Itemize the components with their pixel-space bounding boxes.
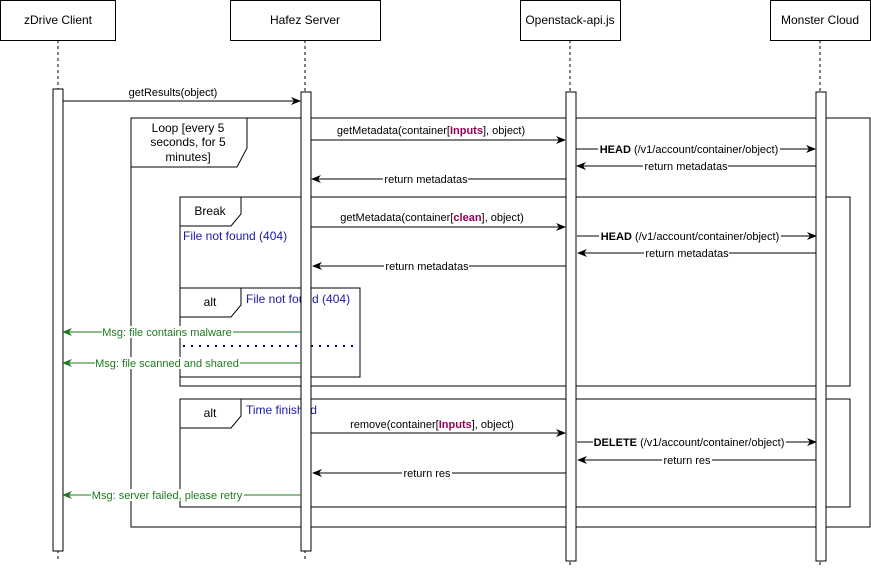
svg-text:return res: return res xyxy=(663,455,711,467)
alt-1-guard: File not found (404) xyxy=(246,292,350,306)
svg-text:getResults(object): getResults(object) xyxy=(129,87,218,99)
message-return-metadatas-api-2: return metadatas xyxy=(312,260,566,273)
actor-server[interactable]: Hafez Server xyxy=(230,0,381,41)
break-frame: Break File not found (404) xyxy=(179,196,851,387)
message-return-res-cloud: return res xyxy=(577,454,816,467)
loop-frame: Loop [every 5 seconds, for 5 minutes] xyxy=(130,117,871,528)
actor-cloud-label: Monster Cloud xyxy=(781,13,859,27)
svg-text:HEAD (/v1/account/container/ob: HEAD (/v1/account/container/object) xyxy=(601,231,780,243)
message-get-metadata-inputs: getMetadata(container[Inputs], object) xyxy=(311,125,566,144)
loop-label-line-3: minutes] xyxy=(165,150,210,164)
break-label: Break xyxy=(194,204,226,218)
break-guard: File not found (404) xyxy=(183,229,287,243)
loop-label-line-2: seconds, for 5 xyxy=(150,135,226,149)
activation-cloud xyxy=(815,91,827,562)
message-return-metadatas-cloud-2: return metadatas xyxy=(577,247,816,260)
activation-api xyxy=(565,91,577,562)
svg-text:getMetadata(container[clean],: getMetadata(container[clean], object) xyxy=(340,212,523,224)
svg-text:return metadatas: return metadatas xyxy=(644,161,728,173)
message-file-scanned-and-shared: Msg: file scanned and shared xyxy=(62,357,301,370)
message-server-failed: Msg: server failed, please retry xyxy=(62,489,301,502)
actor-server-label: Hafez Server xyxy=(270,13,340,27)
actor-client-label: zDrive Client xyxy=(24,13,93,27)
alt-2-label: alt xyxy=(204,406,217,420)
alt-2-guard: Time finished xyxy=(246,403,317,417)
message-head-2: HEAD (/v1/account/container/object) xyxy=(577,229,817,243)
actor-api[interactable]: Openstack-api.js xyxy=(520,0,621,41)
loop-label-line-1: Loop [every 5 xyxy=(152,121,225,135)
actor-cloud[interactable]: Monster Cloud xyxy=(770,0,871,41)
activation-client xyxy=(52,88,64,552)
svg-text:Msg: file scanned and shared: Msg: file scanned and shared xyxy=(95,358,239,370)
message-return-metadatas-api-1: return metadatas xyxy=(311,173,566,186)
message-file-contains-malware: Msg: file contains malware xyxy=(62,326,301,339)
svg-text:return metadatas: return metadatas xyxy=(385,261,469,273)
alt-frame-2: alt Time finished xyxy=(179,398,851,508)
svg-text:Msg: server failed, please ret: Msg: server failed, please retry xyxy=(92,490,243,502)
alt-1-label: alt xyxy=(204,295,217,309)
actor-api-label: Openstack-api.js xyxy=(525,13,614,27)
message-get-metadata-clean: getMetadata(container[clean], object) xyxy=(311,212,566,231)
svg-text:return metadatas: return metadatas xyxy=(384,174,468,186)
message-remove-inputs: remove(container[Inputs], object) xyxy=(311,419,566,437)
message-return-res-api: return res xyxy=(312,467,566,480)
message-get-results: getResults(object) xyxy=(63,87,301,105)
message-delete: DELETE (/v1/account/container/object) xyxy=(577,435,817,449)
svg-text:return res: return res xyxy=(403,468,451,480)
message-return-metadatas-cloud-1: return metadatas xyxy=(576,160,816,173)
message-head-1: HEAD (/v1/account/container/object) xyxy=(576,142,816,156)
svg-text:Msg: file contains malware: Msg: file contains malware xyxy=(102,327,232,339)
svg-text:DELETE (/v1/account/container/: DELETE (/v1/account/container/object) xyxy=(594,437,785,449)
svg-text:HEAD (/v1/account/container/ob: HEAD (/v1/account/container/object) xyxy=(600,144,779,156)
svg-text:getMetadata(container[Inputs],: getMetadata(container[Inputs], object) xyxy=(337,125,525,137)
svg-text:return metadatas: return metadatas xyxy=(645,248,729,260)
activation-server xyxy=(300,91,312,552)
actor-client[interactable]: zDrive Client xyxy=(0,0,116,41)
svg-text:remove(container[Inputs], obje: remove(container[Inputs], object) xyxy=(350,419,514,431)
